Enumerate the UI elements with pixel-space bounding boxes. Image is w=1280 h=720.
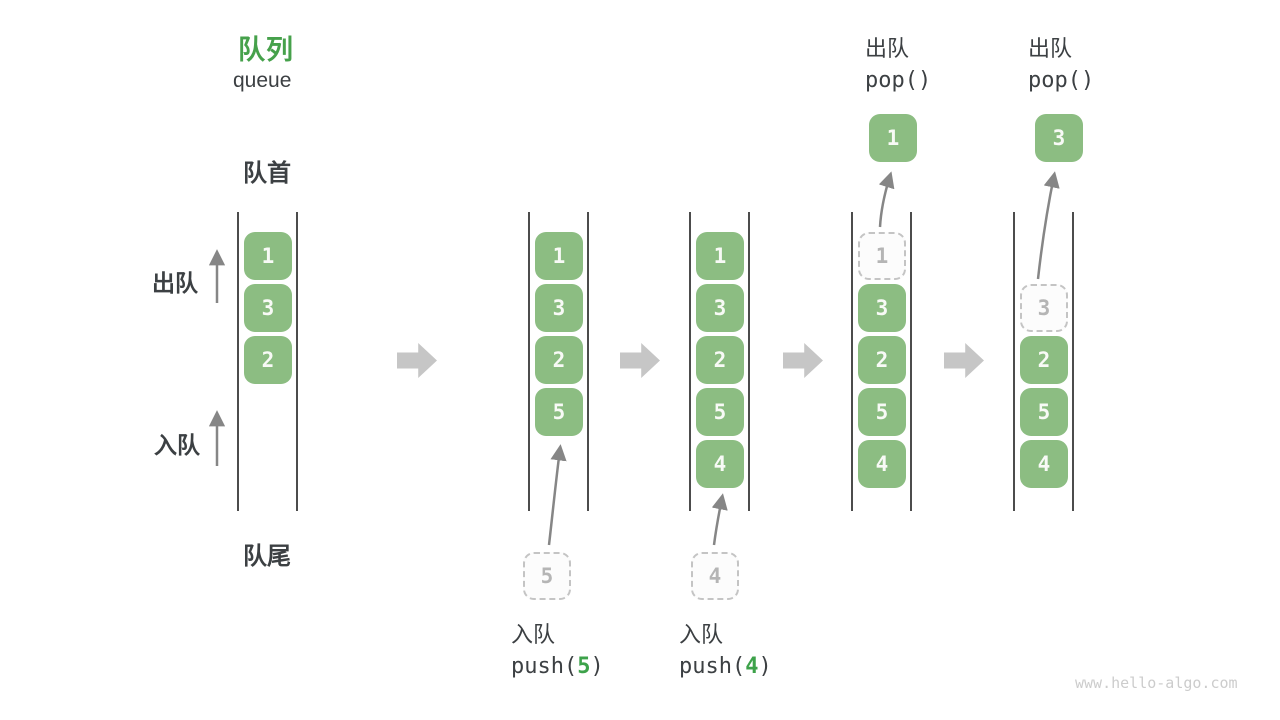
queue-cell: 5: [696, 388, 744, 436]
transition-arrow-icon-2: [620, 343, 660, 378]
queue-cell: 4: [1020, 440, 1068, 488]
pop2-code: pop(): [1028, 68, 1095, 93]
pop1-code: pop(): [865, 68, 932, 93]
queue-cell: 5: [858, 388, 906, 436]
queue-cell: 5: [535, 388, 583, 436]
push4-end: ): [758, 654, 772, 679]
push5-arg: 5: [577, 654, 591, 679]
queue-cell-dashed: 3: [1020, 284, 1068, 332]
queue-cell: 3: [858, 284, 906, 332]
queue-cell: 2: [535, 336, 583, 384]
pop1-label-zh: 出队: [865, 36, 910, 61]
transition-arrow-icon-1: [397, 343, 437, 378]
queue-cell: 5: [1020, 388, 1068, 436]
transition-arrow-icon-3: [783, 343, 823, 378]
push5-code: push(5): [511, 654, 604, 679]
push5-end: ): [590, 654, 604, 679]
push4-arg: 4: [745, 654, 759, 679]
queue-cell: 1: [696, 232, 744, 280]
queue-cell: 2: [1020, 336, 1068, 384]
popped-cell-1: 1: [869, 114, 917, 162]
queue-front-label: 队首: [243, 160, 291, 187]
popped-cell-3: 3: [1035, 114, 1083, 162]
queue-cell-dashed: 1: [858, 232, 906, 280]
push4-label-zh: 入队: [679, 622, 724, 647]
transition-arrow-icon-4: [944, 343, 984, 378]
enqueue-side-label: 入队: [154, 432, 200, 458]
push4-code: push(4): [679, 654, 772, 679]
queue-cell: 3: [696, 284, 744, 332]
queue-cell: 2: [244, 336, 292, 384]
pop2-label-zh: 出队: [1028, 36, 1073, 61]
queue-cell: 4: [696, 440, 744, 488]
queue-cell: 1: [244, 232, 292, 280]
staged-cell-4: 4: [691, 552, 739, 600]
queue-cell: 3: [535, 284, 583, 332]
watermark: www.hello-algo.com: [1075, 674, 1238, 692]
queue-cell: 4: [858, 440, 906, 488]
queue-cell: 2: [696, 336, 744, 384]
diagram-title-en: queue: [233, 69, 292, 92]
push5-fn: push(: [511, 654, 578, 679]
staged-cell-5: 5: [523, 552, 571, 600]
queue-rear-label: 队尾: [243, 543, 291, 570]
queue-cell: 2: [858, 336, 906, 384]
queue-cell: 1: [535, 232, 583, 280]
diagram-title-zh: 队列: [238, 35, 294, 65]
queue-cell: 3: [244, 284, 292, 332]
push4-fn: push(: [679, 654, 746, 679]
push5-label-zh: 入队: [511, 622, 556, 647]
dequeue-side-label: 出队: [152, 270, 198, 296]
